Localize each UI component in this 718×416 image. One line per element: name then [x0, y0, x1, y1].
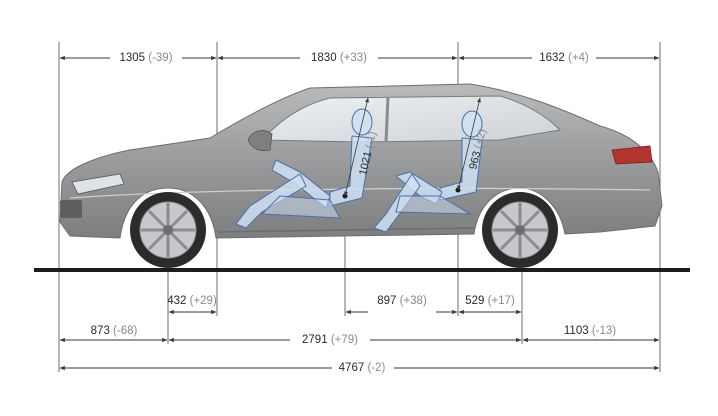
taillight	[611, 145, 653, 165]
label-rear-overhang: 1103 (-13)	[564, 325, 616, 337]
label-top-rear: 1632 (+4)	[539, 52, 589, 64]
headlight	[71, 173, 125, 195]
label-rear-seat-height: 963 (+2)	[467, 128, 489, 171]
rear-wheel	[482, 192, 558, 268]
grille	[60, 200, 82, 218]
door-pillar	[384, 96, 390, 143]
label-rear-hip: 529 (+17)	[465, 295, 515, 307]
car-window	[260, 95, 562, 143]
rear-seat-height-line	[457, 97, 481, 191]
front-seat-height-line	[344, 97, 369, 197]
label-top-middle: 1830 (+33)	[311, 52, 367, 64]
label-top-front: 1305 (-39)	[119, 52, 172, 64]
front-wheel	[130, 192, 206, 268]
label-seat-gap: 897 (+38)	[377, 295, 427, 307]
sill-line	[217, 227, 475, 233]
label-backgrounds	[110, 50, 596, 374]
side-mirror	[247, 130, 273, 152]
label-front-seat-height: 1021 (-1)	[357, 130, 379, 176]
label-front-hip: 432 (+29)	[167, 295, 217, 307]
label-overall-length: 4767 (-2)	[339, 362, 386, 374]
label-wheelbase: 2791 (+79)	[302, 334, 358, 346]
label-front-overhang: 873 (-68)	[91, 325, 138, 337]
